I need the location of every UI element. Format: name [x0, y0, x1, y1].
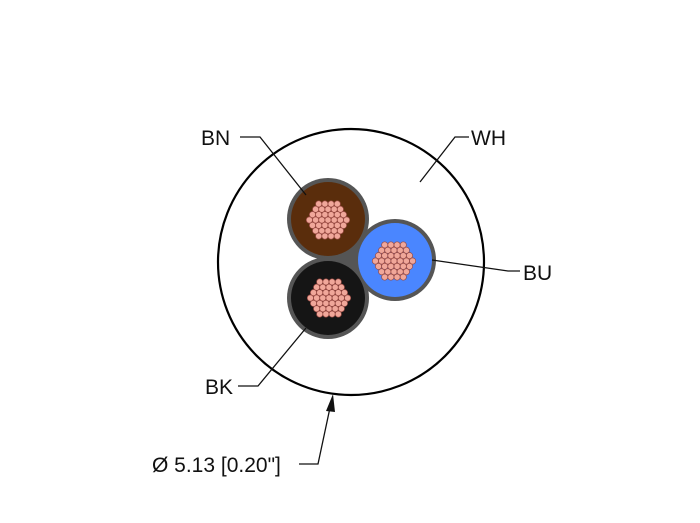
copper-strand — [402, 246, 410, 254]
copper-strand — [316, 310, 324, 318]
strands-bn — [305, 200, 351, 240]
copper-strand — [321, 232, 329, 240]
copper-strand — [337, 283, 345, 291]
copper-strand — [334, 278, 342, 286]
copper-strand — [336, 205, 344, 213]
copper-strand — [344, 294, 352, 302]
strands-bk — [306, 278, 352, 318]
copper-strand — [336, 227, 344, 235]
copper-strand — [340, 211, 347, 219]
label-wh: WH — [471, 127, 506, 150]
copper-strand — [406, 262, 413, 270]
copper-strand — [334, 310, 342, 318]
copper-strand — [328, 310, 336, 318]
conductor-bu — [358, 223, 432, 297]
copper-strand — [337, 305, 345, 313]
copper-strand — [409, 257, 417, 265]
strands-bu — [371, 241, 417, 281]
copper-strand — [381, 273, 389, 281]
copper-strand — [322, 310, 330, 318]
copper-strand — [402, 268, 410, 276]
leader-wh — [419, 136, 469, 183]
copper-strand — [399, 273, 407, 281]
copper-strand — [341, 299, 348, 307]
leader-bu — [431, 259, 520, 272]
copper-strand — [387, 273, 395, 281]
copper-strand — [315, 232, 323, 240]
leader-bk — [238, 327, 307, 387]
label-bn: BN — [201, 127, 230, 150]
label-bu: BU — [523, 262, 552, 285]
label-bk: BK — [205, 376, 233, 399]
conductor-bn — [291, 182, 365, 256]
copper-strand — [327, 232, 335, 240]
copper-strand — [333, 200, 341, 208]
dimension-arrow-icon — [326, 394, 335, 412]
copper-strand — [343, 216, 351, 224]
leader-bn — [240, 136, 307, 196]
copper-strand — [393, 273, 401, 281]
copper-strand — [341, 289, 348, 297]
label-diameter: Ø 5.13 [0.20"] — [152, 454, 281, 477]
conductor-bk — [291, 261, 365, 335]
copper-strand — [340, 221, 347, 229]
copper-strand — [333, 232, 341, 240]
copper-strand — [399, 241, 407, 249]
dimension-leader — [299, 402, 332, 465]
copper-strand — [406, 252, 413, 260]
